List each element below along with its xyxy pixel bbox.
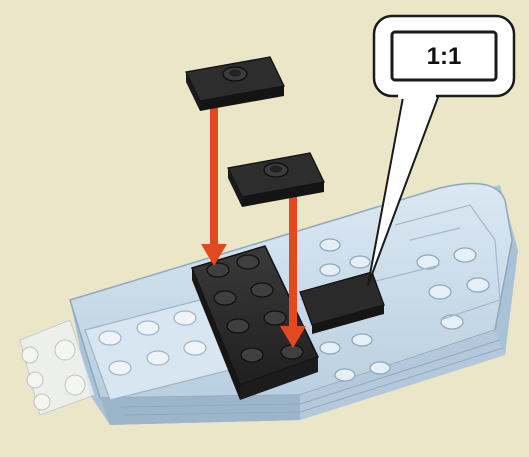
tile-1x2-jumper-icon [186,57,284,111]
down-arrow-icon [201,108,227,266]
tile-1x2-jumper-icon [228,153,324,207]
scale-label: 1:1 [427,43,462,70]
